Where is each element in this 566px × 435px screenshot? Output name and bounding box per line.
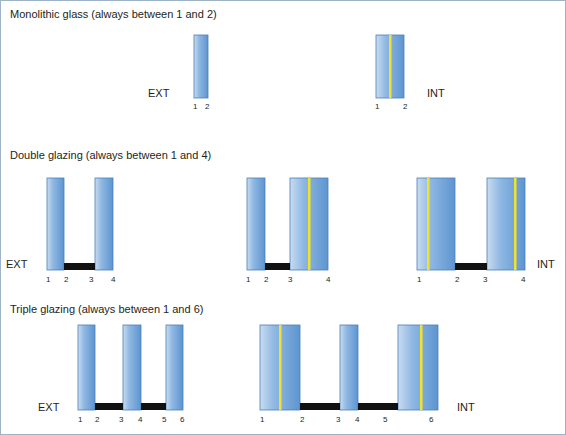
surface-number: 2	[403, 103, 407, 111]
surface-number: 1	[375, 103, 379, 111]
surface-number: 2	[95, 416, 99, 424]
surface-number: 3	[89, 276, 93, 284]
surface-number: 3	[288, 276, 292, 284]
section-heading: Triple glazing (always between 1 and 6)	[10, 304, 203, 315]
surface-number: 3	[483, 276, 487, 284]
surface-number: 4	[521, 276, 525, 284]
side-label: INT	[457, 402, 475, 413]
surface-number: 1	[260, 416, 264, 424]
surface-number: 5	[383, 416, 387, 424]
surface-number: 6	[180, 416, 184, 424]
surface-number: 2	[300, 416, 304, 424]
surface-number: 1	[78, 416, 82, 424]
surface-number: 2	[264, 276, 268, 284]
side-label: EXT	[148, 88, 169, 99]
surface-number: 3	[336, 416, 340, 424]
surface-number: 4	[355, 416, 359, 424]
surface-number: 2	[64, 276, 68, 284]
surface-number: 4	[138, 416, 142, 424]
section-heading: Double glazing (always between 1 and 4)	[10, 150, 211, 161]
surface-number: 4	[111, 276, 115, 284]
surface-number: 1	[246, 276, 250, 284]
surface-number: 5	[162, 416, 166, 424]
side-label: INT	[537, 259, 555, 270]
surface-number: 1	[193, 103, 197, 111]
surface-number: 4	[326, 276, 330, 284]
side-label: EXT	[38, 402, 59, 413]
surface-number: 3	[119, 416, 123, 424]
section-heading: Monolithic glass (always between 1 and 2…	[10, 9, 217, 20]
surface-number: 2	[455, 276, 459, 284]
surface-number: 2	[205, 103, 209, 111]
side-label: EXT	[6, 259, 27, 270]
surface-number: 1	[46, 276, 50, 284]
side-label: INT	[427, 88, 445, 99]
surface-number: 1	[417, 276, 421, 284]
surface-number: 6	[429, 416, 433, 424]
